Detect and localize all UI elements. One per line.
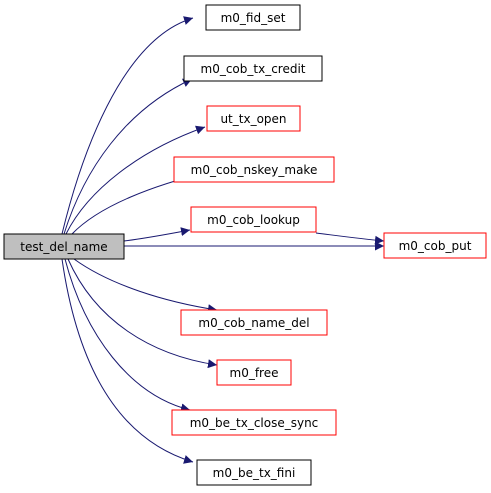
node-label: m0_cob_tx_credit: [201, 62, 306, 76]
edge-root-be-tx-close-sync: [64, 258, 191, 413]
edge-root-free: [67, 258, 218, 369]
edge-root-be-tx-fini: [61, 258, 194, 464]
node-test-del-name[interactable]: test_del_name: [3, 233, 125, 260]
node-label: m0_cob_name_del: [198, 316, 309, 330]
node-m0-be-tx-close-sync[interactable]: m0_be_tx_close_sync: [171, 409, 337, 436]
node-label: m0_be_tx_close_sync: [190, 416, 319, 430]
node-ut-tx-open[interactable]: ut_tx_open: [206, 105, 301, 132]
node-label: m0_cob_lookup: [207, 213, 300, 227]
node-m0-fid-set[interactable]: m0_fid_set: [205, 4, 301, 31]
node-label: ut_tx_open: [220, 112, 286, 126]
node-m0-cob-put[interactable]: m0_cob_put: [383, 232, 487, 259]
node-m0-cob-tx-credit[interactable]: m0_cob_tx_credit: [183, 55, 323, 82]
edge-cob-lookup-cob-put: [315, 232, 385, 245]
node-label: m0_cob_nskey_make: [191, 163, 318, 177]
node-m0-cob-nskey-make[interactable]: m0_cob_nskey_make: [173, 156, 335, 183]
node-m0-free[interactable]: m0_free: [216, 359, 292, 386]
edge-root-ut-tx-open: [65, 125, 206, 235]
edge-root-cob-tx-credit: [63, 78, 193, 235]
node-label: test_del_name: [20, 240, 107, 254]
node-label: m0_be_tx_fini: [213, 466, 296, 480]
node-m0-cob-lookup[interactable]: m0_cob_lookup: [190, 206, 317, 233]
node-label: m0_free: [230, 366, 279, 380]
node-m0-cob-name-del[interactable]: m0_cob_name_del: [180, 309, 328, 336]
edge-root-fid-set: [61, 16, 194, 235]
node-label: m0_cob_put: [399, 239, 472, 253]
node-box: [3, 233, 125, 260]
edge-root-cob-name-del: [73, 258, 218, 314]
edges: [61, 16, 385, 464]
node-label: m0_fid_set: [221, 11, 286, 25]
edge-root-cob-lookup: [123, 227, 191, 242]
node-m0-be-tx-fini[interactable]: m0_be_tx_fini: [196, 459, 312, 486]
